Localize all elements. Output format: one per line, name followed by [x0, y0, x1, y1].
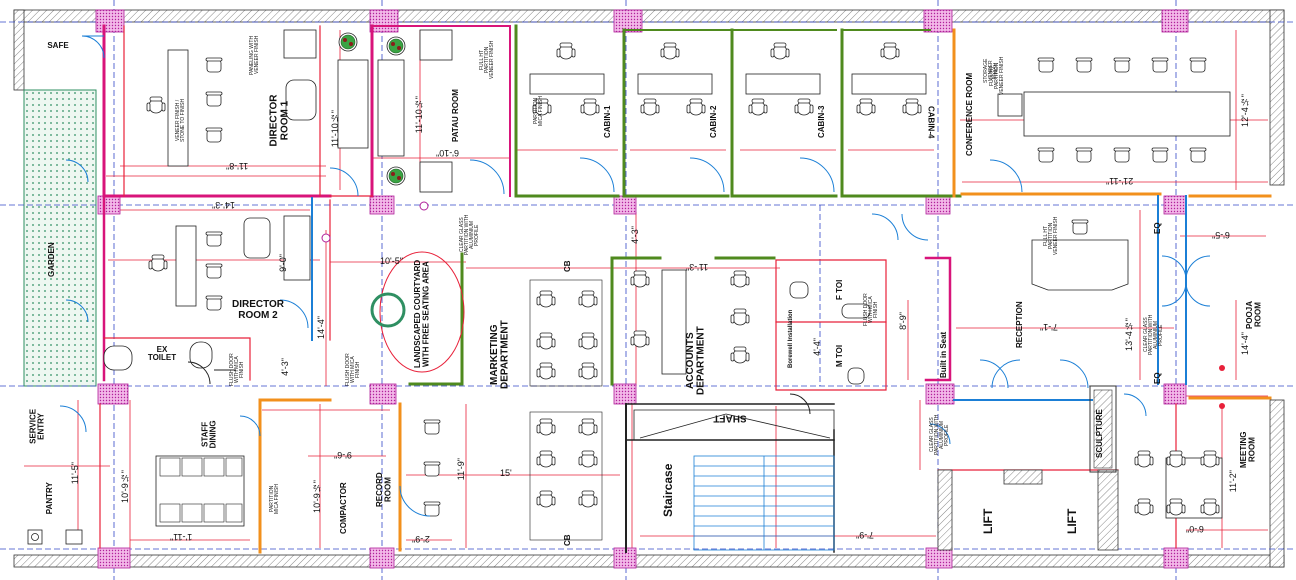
dimension-label: 1'-11" [170, 532, 193, 542]
dimension-label: 9'-0" [278, 254, 288, 272]
dimension-label: 10'-5" [380, 256, 403, 266]
dimension-label: 10'-9½" [312, 480, 322, 513]
dimension-label: 14'-4" [1240, 332, 1250, 355]
finish-note: CLEAR GLASS PARTITION WITH ALUMINIUM PRO… [459, 214, 480, 256]
dimension-label: 4'-4" [812, 338, 822, 356]
doors [59, 35, 1211, 517]
room-label-f-toi: F TOI [835, 279, 844, 301]
room-label-service-entry: SERVICE ENTRY [28, 408, 46, 444]
dimension-label: 11'-9" [456, 458, 466, 481]
room-label-shaft: SHAFT [713, 412, 747, 424]
room-label-m-toi: M TOI [835, 344, 844, 368]
columns [95, 9, 1189, 569]
section-markers [321, 201, 1225, 409]
room-label-lift-1: LIFT [981, 508, 995, 534]
furniture [27, 29, 1231, 545]
finish-note: STORAGE VENEER FINISH [983, 58, 999, 84]
dimension-label: 12'-4½" [1240, 94, 1250, 127]
room-label-director-1: DIRECTOR ROOM 1 [268, 94, 291, 147]
room-label-eq-bottom: EQ [1152, 372, 1162, 384]
room-label-garden: GARDEN [47, 242, 56, 278]
dimension-label: 11'-2" [1228, 470, 1238, 493]
dimension-label: 15' [500, 468, 512, 478]
dimension-label: 2'-9" [412, 534, 430, 544]
room-label-staircase: Staircase [661, 463, 675, 517]
room-label-cb-bottom: CB [562, 534, 572, 546]
dimension-label: 7'-9" [856, 530, 874, 540]
finish-note: CLEAR GLASS PARTITION WITH ALUMINIUM PRO… [1143, 314, 1164, 356]
room-label-compactor: COMPACTOR [339, 482, 348, 534]
dimension-label: 11'-3" [686, 262, 709, 272]
courtyard-outline [379, 251, 465, 373]
room-label-director-2: DIRECTOR ROOM 2 [231, 299, 285, 321]
finish-note: FLUSH DOOR WITH MICA FINISH [345, 353, 361, 387]
dimension-label: 14'-4" [316, 316, 326, 339]
finish-note: FLUSH DOOR WITH MICA FINISH [229, 353, 245, 387]
finish-note: PARTITION MICA FINISH [533, 95, 544, 126]
room-label-cabin-3: CABIN-3 [817, 105, 826, 139]
room-label-patau: PATAU ROOM [451, 89, 460, 143]
dimension-label: 7'-1" [1040, 322, 1058, 332]
outer-walls [13, 9, 1285, 568]
room-label-safe: SAFE [47, 41, 69, 50]
room-label-built-in-seat: Built in Seat [939, 331, 948, 379]
dimension-label: 13'-4½" [1124, 318, 1134, 351]
dimension-label: 11'-10½" [414, 96, 424, 134]
room-label-pantry: PANTRY [44, 482, 54, 515]
room-label-accounts: ACCOUNTS DEPARTMENT [685, 326, 707, 396]
room-label-cb-top: CB [562, 260, 572, 272]
finish-note: FULL HT PARTITION VENEER FINISH [1043, 216, 1059, 256]
dimension-label: 6'-5" [1212, 230, 1230, 240]
dimension-label: 11'-5" [70, 462, 80, 485]
staircase-steps [633, 409, 835, 551]
room-label-reception: RECEPTION [1015, 301, 1024, 349]
room-label-borewell: Borewell Installation [788, 309, 794, 369]
finish-note: FULL HT PARTITION VENEER FINISH [479, 40, 495, 80]
finish-note: PANELING WITH VENEER FINISH [249, 35, 260, 75]
room-label-meeting: MEETING ROOM [1239, 431, 1257, 469]
room-label-cabin-1: CABIN-1 [603, 105, 612, 139]
room-label-marketing: MARKETING DEPARTMENT [489, 320, 511, 390]
garden-area [23, 89, 97, 387]
room-label-conference: CONFERENCE ROOM [965, 72, 974, 156]
room-label-cabin-2: CABIN-2 [709, 105, 718, 139]
finish-note: FLUSH DOOR WITH MICA FINISH [863, 293, 879, 327]
dimension-label: 9'-6" [334, 450, 352, 460]
courtyard-planter [370, 292, 406, 328]
room-label-ex-toilet: EX TOILET [147, 345, 177, 363]
dimension-label: 4'-3" [280, 358, 290, 376]
partition-walls [99, 24, 1272, 554]
dimension-label: 11'-10½" [330, 110, 340, 148]
dimension-label: 6'-0" [1186, 524, 1204, 534]
room-label-staff-dining: STAFF DINING [200, 420, 218, 449]
dimension-label: 6'-10" [436, 148, 459, 158]
room-label-cabin-4: CABIN-4 [926, 105, 936, 139]
dimension-label: 4'-3" [630, 226, 640, 244]
room-label-eq-top: EQ [1152, 222, 1162, 234]
lift-walls [937, 385, 1119, 551]
finish-note: CLEAR GLASS PARTITION WITH ALUMINIUM PRO… [929, 414, 950, 456]
finish-note: PARTITION MICA FINISH [269, 483, 280, 514]
dimension-label: 21'-11" [1106, 176, 1134, 186]
dimension-label: 11'-8" [226, 161, 249, 171]
dimension-label: 10'-9½" [120, 470, 130, 503]
room-label-courtyard: LANDSCAPED COURTYARD WITH FREE SEATING A… [413, 259, 431, 369]
finish-note: VENEER FINISH / STONE TO FINISH [175, 98, 186, 142]
dimension-label: 14'-3" [212, 200, 235, 210]
dimension-label: 8'-9" [898, 312, 908, 330]
room-label-sculpture: SCULPTURE [1095, 409, 1104, 458]
room-label-lift-2: LIFT [1065, 508, 1079, 534]
room-label-record: RECORD ROOM [375, 472, 393, 508]
